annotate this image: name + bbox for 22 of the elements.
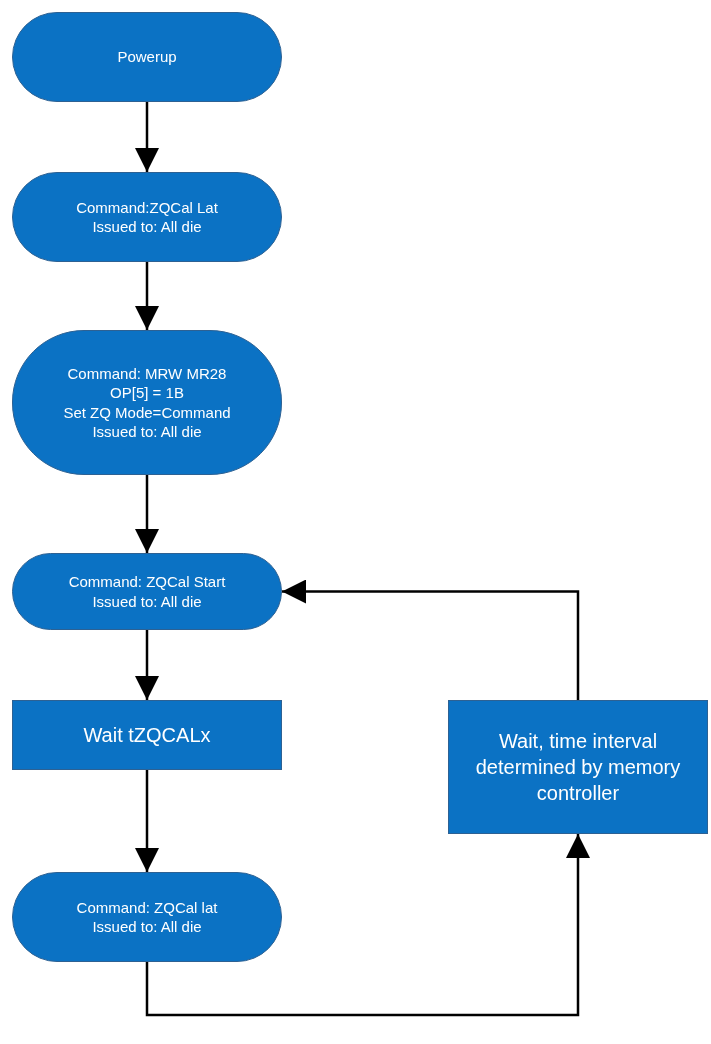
node-text: Issued to: All die	[92, 591, 202, 611]
process-box	[448, 700, 708, 834]
node-text: Powerup	[117, 47, 177, 67]
node-text: Command: MRW MR28	[67, 363, 227, 383]
node-text: Issued to: All die	[92, 422, 202, 442]
arrow	[135, 630, 159, 700]
process-box	[12, 700, 282, 770]
arrow	[135, 262, 159, 330]
node-text: Wait tZQCALx	[83, 723, 211, 748]
arrow	[135, 770, 159, 872]
node-text: OP[5] = 1B	[110, 383, 184, 403]
node-text: Command: ZQCal Start	[68, 572, 226, 592]
node-text: Command:ZQCal Lat	[76, 197, 218, 217]
arrow	[145, 834, 590, 1017]
arrow	[282, 579, 580, 700]
node-text: Issued to: All die	[92, 917, 202, 937]
node-text: Issued to: All die	[92, 217, 202, 237]
node-text: Set ZQ Mode=Command	[63, 402, 231, 422]
arrow	[135, 475, 159, 553]
arrow	[135, 102, 159, 172]
node-text: Command: ZQCal lat	[76, 897, 218, 917]
node-text: Wait, time interval determined by memory controller	[474, 729, 682, 806]
